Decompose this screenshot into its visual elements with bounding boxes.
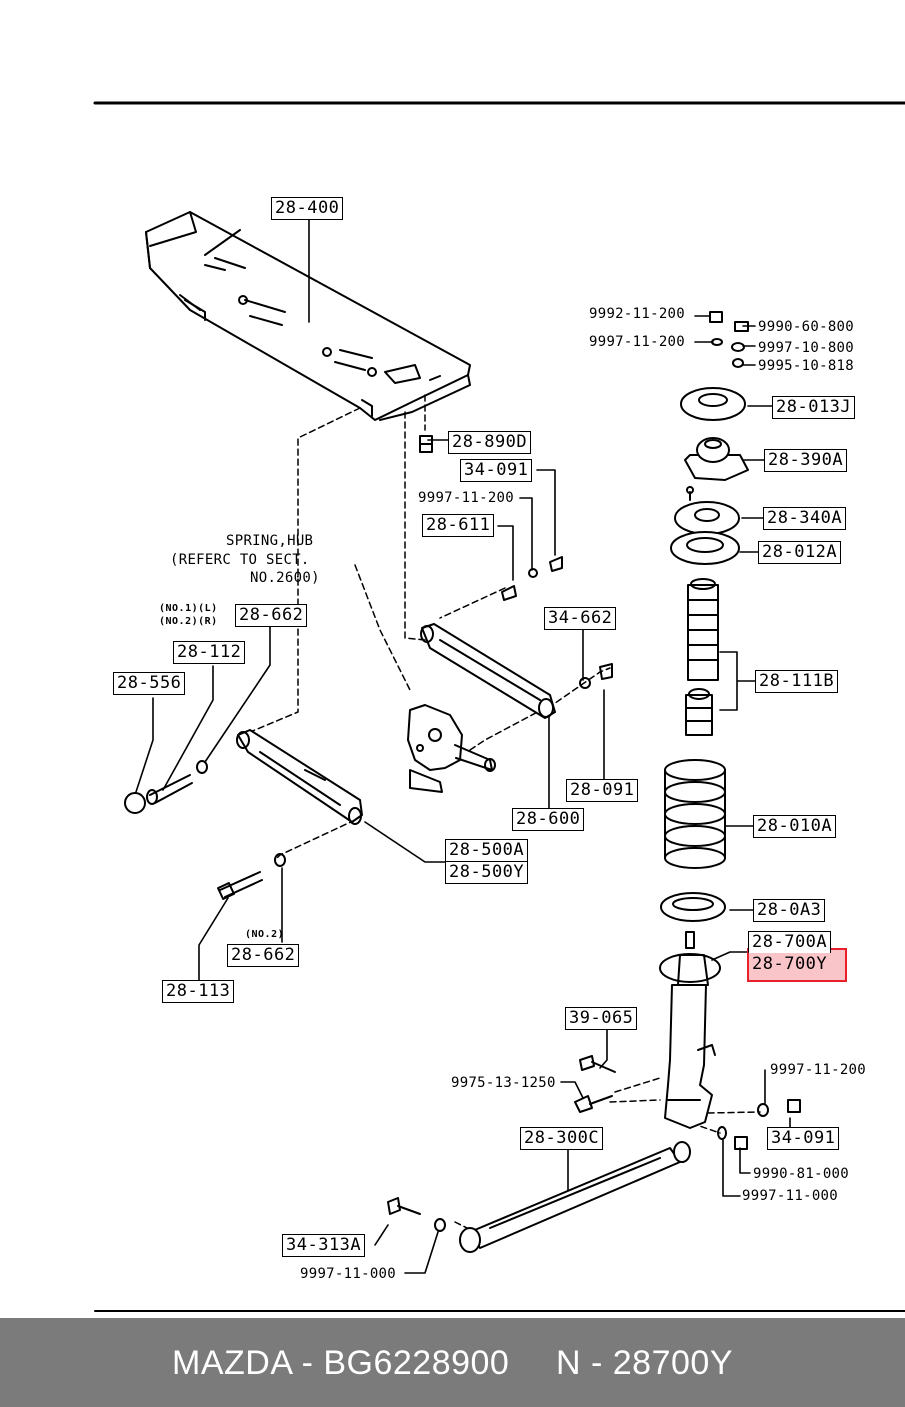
label-28-300c: 28-300C — [520, 1127, 604, 1150]
label-28-113: 28-113 — [162, 980, 235, 1003]
label-28-013j: 28-013J — [772, 396, 856, 419]
shock-absorber — [659, 931, 721, 1129]
lateral-link — [387, 1141, 691, 1253]
label-9995-10-818: 9995-10-818 — [758, 358, 855, 374]
label-no2: (NO.2) — [245, 929, 285, 940]
label-34-313a: 34-313A — [282, 1234, 366, 1257]
left-hardware — [124, 435, 613, 900]
spring-seat — [660, 892, 726, 922]
label-28-500a: 28-500A — [445, 839, 529, 861]
label-9992-11-200: 9992-11-200 — [589, 306, 686, 322]
label-34-662: 34-662 — [544, 607, 617, 630]
label-28-010a: 28-010A — [753, 815, 837, 838]
label-28-0a3: 28-0A3 — [753, 899, 826, 922]
shock-hardware — [574, 1055, 801, 1150]
label-spring-hub: SPRING,HUB — [226, 533, 314, 549]
label-9997-11-000-bottom: 9997-11-000 — [300, 1266, 397, 1282]
label-28-700a: 28-700A — [748, 931, 832, 953]
crossmember — [145, 211, 471, 421]
label-28-600: 28-600 — [512, 808, 585, 831]
label-28-390a: 28-390A — [764, 449, 848, 472]
mount-hardware — [670, 311, 749, 565]
leader-lines — [134, 219, 791, 1274]
dust-boot — [685, 578, 719, 736]
label-28-012a: 28-012A — [758, 541, 842, 564]
label-34-091-bottom: 34-091 — [767, 1127, 840, 1150]
label-9997-11-200-mid: 9997-11-200 — [418, 490, 515, 506]
footer-reference: N - 28700Y — [556, 1344, 733, 1382]
footer-part-number: MAZDA - BG6228900 — [172, 1344, 510, 1382]
label-28-500y: 28-500Y — [445, 861, 529, 884]
label-39-065: 39-065 — [565, 1007, 638, 1030]
coil-spring — [664, 759, 726, 869]
label-9990-60-800: 9990-60-800 — [758, 319, 855, 335]
label-9997-11-200-right: 9997-11-200 — [770, 1062, 867, 1078]
label-28-700y: 28-700Y — [752, 954, 828, 974]
label-9990-81-000: 9990-81-000 — [753, 1166, 850, 1182]
label-28-400: 28-400 — [271, 197, 344, 220]
label-no1-l: (NO.1)(L) — [159, 603, 218, 614]
label-28-890d: 28-890D — [448, 431, 532, 454]
label-28-611: 28-611 — [422, 514, 495, 537]
label-28-662-bottom: 28-662 — [227, 944, 300, 967]
footer-bar: MAZDA - BG6228900 N - 28700Y — [0, 1318, 905, 1407]
lower-arm — [236, 729, 363, 825]
label-28-556: 28-556 — [113, 672, 186, 695]
label-no2-r: (NO.2)(R) — [159, 616, 218, 627]
label-28-662-top: 28-662 — [235, 604, 308, 627]
label-28-340a: 28-340A — [763, 507, 847, 530]
label-34-091-top: 34-091 — [460, 459, 533, 482]
label-9997-11-200-top: 9997-11-200 — [589, 334, 686, 350]
label-28-111b: 28-111B — [755, 670, 839, 693]
knuckle — [407, 704, 496, 793]
label-9997-10-800: 9997-10-800 — [758, 340, 855, 356]
label-spring-hub-ref: (REFERC TO SECT. — [170, 552, 310, 568]
label-28-112: 28-112 — [173, 641, 246, 664]
label-28-091: 28-091 — [566, 779, 639, 802]
label-9997-11-000-right: 9997-11-000 — [742, 1188, 839, 1204]
label-spring-hub-sect: NO.2600) — [250, 570, 320, 586]
label-9975-13-1250: 9975-13-1250 — [451, 1075, 556, 1091]
trailing-arm — [420, 623, 556, 719]
